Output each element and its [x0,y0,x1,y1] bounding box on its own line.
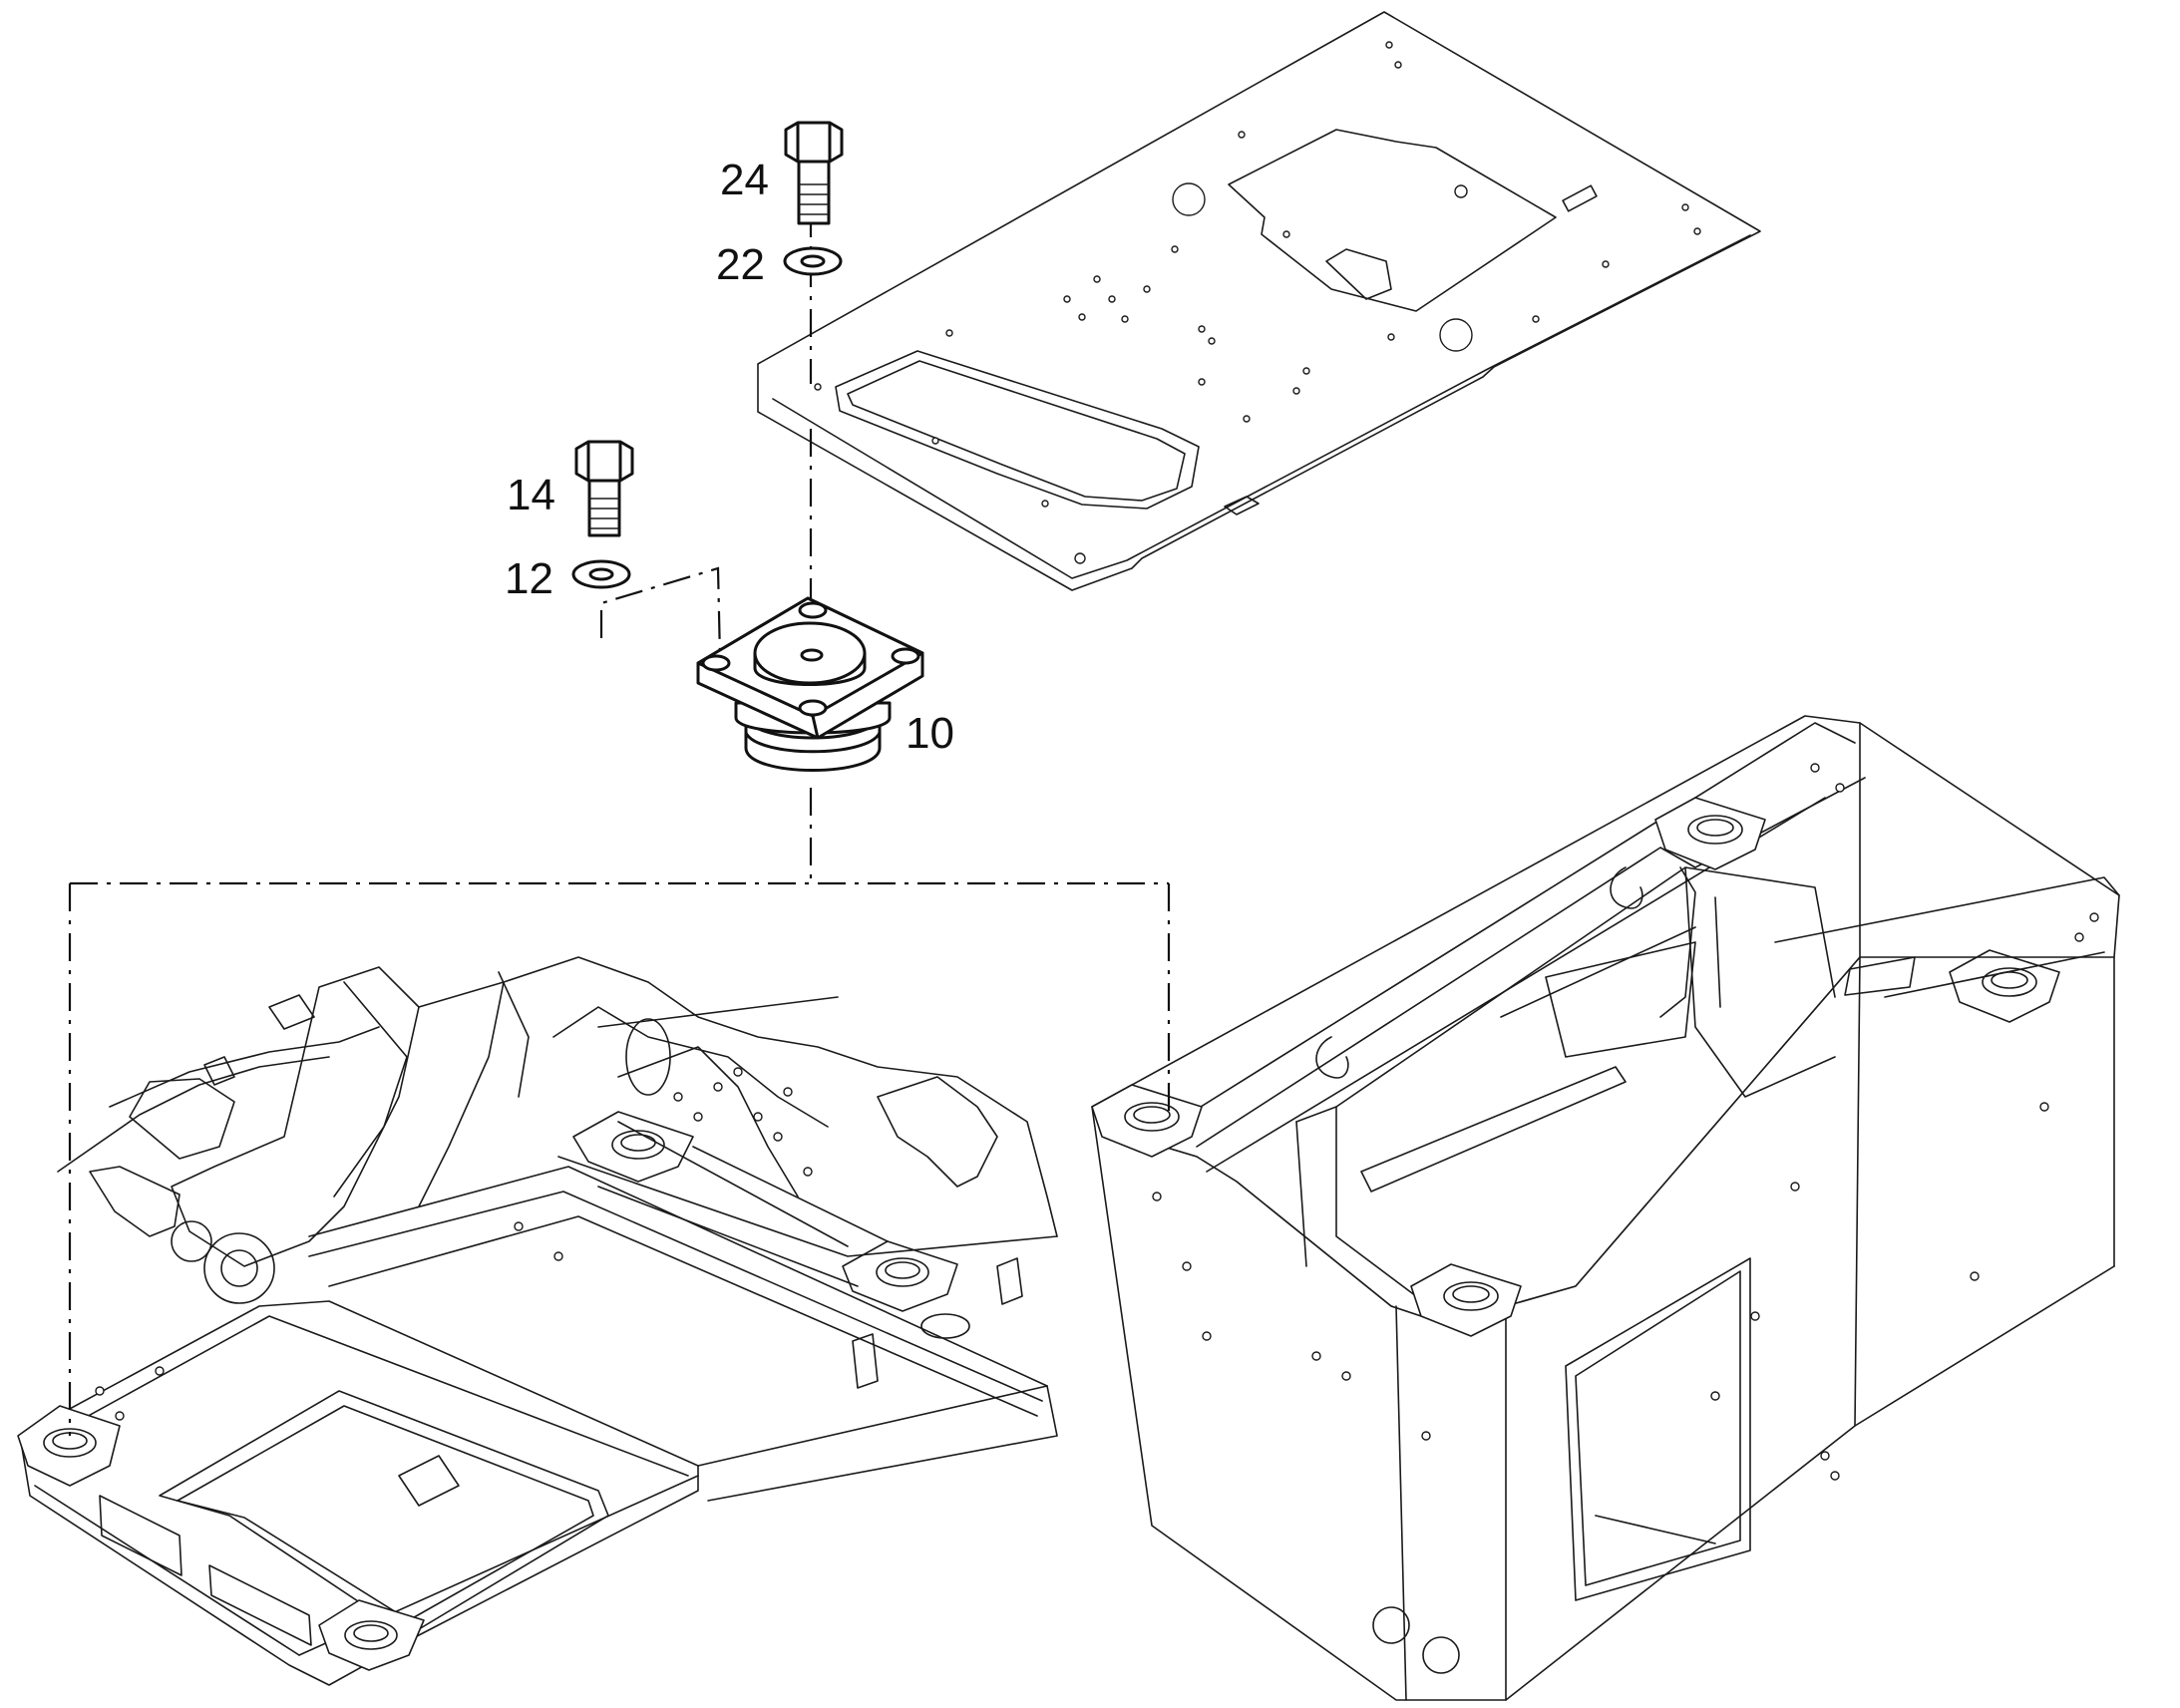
label-24: 24 [720,156,769,204]
cab-support-frame [1091,715,2120,1701]
floor-plate [757,11,1761,591]
hex-bolt-icon [784,121,844,225]
hex-bolt-icon [574,440,634,537]
washer-lower [571,559,631,589]
assembly-lines [68,209,1171,1436]
label-12: 12 [505,554,553,603]
label-22: 22 [716,240,765,289]
washer-icon [783,246,843,276]
label-10: 10 [906,709,954,758]
rubber-mount [696,596,924,772]
base-frame [17,956,1058,1686]
bolt-upper [784,121,844,225]
label-14: 14 [507,471,555,519]
washer-icon [571,559,631,589]
rubber-mount-icon [696,596,924,772]
bolt-lower [574,440,634,537]
washer-upper [783,246,843,276]
part-labels: 24 22 14 12 10 [505,156,954,758]
